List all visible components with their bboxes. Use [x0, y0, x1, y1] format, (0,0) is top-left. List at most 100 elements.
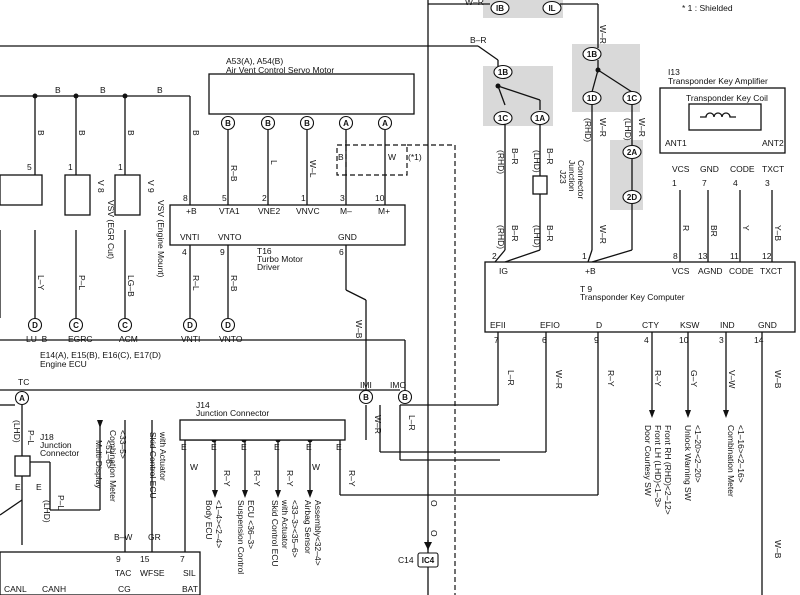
- vlabel-w-r-rhd: W–R: [598, 118, 608, 137]
- vlabel-r-y-j14b: R–Y: [252, 470, 262, 487]
- label-t16-plusb: +B: [186, 206, 197, 216]
- label-t9-ksw: KSW: [680, 320, 699, 330]
- label-sil: SIL: [183, 568, 196, 578]
- vlabel-skid1: Skid Control ECU: [270, 500, 280, 567]
- vlabel-combo-left2: <33–5>: [118, 430, 128, 459]
- vlabel-w-r-imi: W–R: [373, 415, 383, 434]
- vlabel-w-b-t9: W–B: [773, 370, 783, 389]
- pin-ecu-18c: C: [68, 317, 84, 333]
- svg-text:B: B: [304, 119, 310, 128]
- label-e3: E: [241, 442, 247, 452]
- label-vnto: VNTO: [219, 334, 243, 344]
- vsv-egr-cut: [64, 174, 91, 216]
- label-pin4-t9b: 4: [644, 335, 649, 345]
- label-t16-desc1: Turbo Motor: [257, 254, 303, 264]
- label-b-w-bot: B–W: [114, 532, 132, 542]
- label-pin15-bot: 15: [140, 554, 150, 564]
- label-e-j18a: E: [15, 482, 21, 492]
- vlabel-g-y-t9: G–Y: [689, 370, 699, 387]
- label-ant2: ANT2: [762, 138, 784, 148]
- svg-text:B: B: [402, 393, 408, 402]
- label-t16-vne2: VNE2: [258, 206, 280, 216]
- vlabel-r-i13: R: [681, 225, 691, 231]
- coil-icon: [700, 112, 736, 118]
- label-pin3-t9b: 3: [719, 335, 724, 345]
- label-pin8-t16: 8: [183, 193, 188, 203]
- vlabel-l-y: L–Y: [36, 275, 46, 290]
- vlabel-b-r2: B–R: [545, 148, 555, 165]
- label-t9-gnd: GND: [758, 320, 777, 330]
- j23-connector: [532, 175, 548, 195]
- svg-text:1B: 1B: [498, 68, 508, 77]
- pin-1b-left: 1B: [493, 64, 513, 80]
- vlabel-w-b-mid: W–B: [354, 320, 364, 339]
- vlabel-multi1: Multi-Display: [94, 440, 104, 489]
- label-j18-name: J18: [40, 432, 54, 442]
- label-t9-txct: TXCT: [760, 266, 782, 276]
- svg-text:C: C: [122, 321, 128, 330]
- svg-text:1A: 1A: [535, 114, 545, 123]
- label-wfse: WFSE: [140, 568, 165, 578]
- svg-text:B: B: [225, 119, 231, 128]
- label-c14: C14: [398, 555, 414, 565]
- vlabel-l-r-imo: L–R: [407, 415, 417, 431]
- label-t16-gnd: GND: [338, 232, 357, 242]
- vlabel-r-b-motor: R–B: [229, 165, 239, 182]
- pin-ecu-11d: D: [27, 317, 43, 333]
- vlabel-b-left2: B: [77, 130, 87, 136]
- vlabel-r-y-t9b: R–Y: [653, 370, 663, 387]
- shield-box: [336, 144, 408, 176]
- pin-imo-29b: B: [397, 389, 413, 405]
- label-e2: E: [211, 442, 217, 452]
- vlabel-j23: J23: [558, 170, 568, 184]
- pin-ecu-17d: D: [182, 317, 198, 333]
- vlabel-b-r4: B–R: [545, 225, 555, 242]
- label-ecu-desc: Engine ECU: [40, 359, 87, 369]
- label-ant1: ANT1: [665, 138, 687, 148]
- label-pin1-t9: 1: [582, 251, 587, 261]
- vlabel-y-i13: Y: [741, 225, 751, 231]
- a53-motor-box: [208, 73, 415, 115]
- svg-text:B: B: [363, 393, 369, 402]
- label-pin2-t9: 2: [492, 251, 497, 261]
- label-pin5-left: 5: [27, 162, 32, 172]
- label-t9-code: CODE: [729, 266, 754, 276]
- label-lu-b: LU–B: [26, 334, 48, 344]
- pin-motor-2a: A: [377, 115, 393, 131]
- svg-text:IC4: IC4: [422, 556, 435, 565]
- label-b1: B: [55, 85, 61, 95]
- vlabel-b-left1: B: [36, 130, 46, 136]
- label-t9-efio: EFIO: [540, 320, 560, 330]
- vlabel-j23-desc1: Junction: [567, 160, 577, 192]
- vlabel-lhd3: (LHD): [623, 118, 633, 141]
- label-gr-bot: GR: [148, 532, 161, 542]
- label-pin6-t9b: 6: [542, 335, 547, 345]
- vlabel-susp2: ECU <36–3>: [246, 500, 256, 549]
- bottom-ecu-box: [0, 551, 201, 595]
- vlabel-r-y-t9: R–Y: [606, 370, 616, 387]
- vlabel-p-l-j18a: P–L: [26, 430, 36, 445]
- svg-text:1C: 1C: [498, 114, 508, 123]
- label-coil: Transponder Key Coil: [686, 93, 768, 103]
- label-b3: B: [157, 85, 163, 95]
- label-pin9-bot: 9: [116, 554, 121, 564]
- vlabel-o-1: O: [429, 500, 439, 507]
- label-i13-name: I13: [668, 67, 680, 77]
- label-pin1-i13: 1: [672, 178, 677, 188]
- label-t16-name: T16: [257, 246, 272, 256]
- vlabel-p-l: P–L: [77, 275, 87, 290]
- vlabel-lg-b: LG–B: [126, 275, 136, 297]
- vsv-engine-mount: [114, 174, 141, 216]
- vlabel-combo2: <1–16><2–16>: [736, 425, 746, 483]
- wires: [0, 0, 773, 595]
- vlabel-susp1: Suspension Control: [236, 500, 246, 574]
- vlabel-door-sw2: Front LH (LHD)<1–3>: [653, 425, 663, 507]
- label-t9-cty: CTY: [642, 320, 659, 330]
- label-j14-desc: Junction Connector: [196, 408, 269, 418]
- label-pin1-vsv8: 1: [68, 162, 73, 172]
- vlabel-v-w-t9: V–W: [727, 370, 737, 388]
- vlabel-y-b-i13: Y–B: [773, 225, 783, 241]
- svg-text:D: D: [32, 321, 38, 330]
- svg-text:IB: IB: [496, 4, 504, 13]
